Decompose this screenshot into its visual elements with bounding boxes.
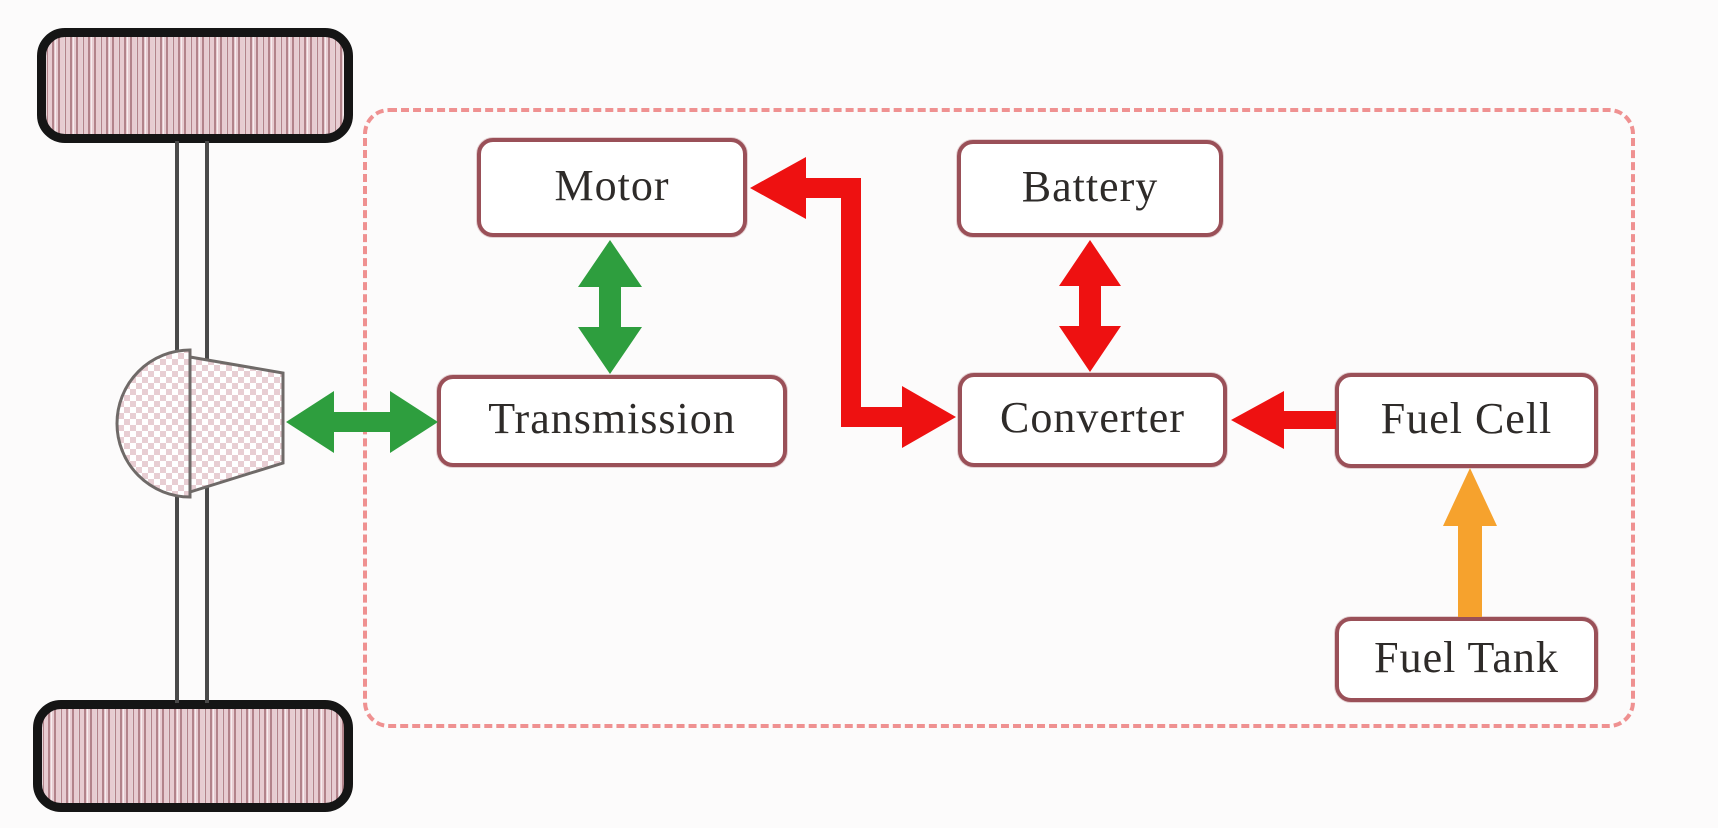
front-wheel-icon [37, 28, 353, 143]
differential-icon [115, 348, 285, 499]
node-fuel-cell: Fuel Cell [1335, 373, 1598, 468]
rear-wheel-icon [33, 700, 353, 812]
fuel-cell-label: Fuel Cell [1380, 393, 1553, 443]
converter-label: Converter [1000, 393, 1185, 442]
node-motor: Motor [477, 138, 747, 237]
battery-label: Battery [1021, 161, 1159, 211]
transmission-label: Transmission [488, 394, 736, 443]
node-battery: Battery [957, 140, 1223, 237]
node-converter: Converter [958, 373, 1227, 467]
node-transmission: Transmission [437, 375, 787, 467]
node-fuel-tank: Fuel Tank [1335, 617, 1598, 702]
motor-label: Motor [554, 160, 670, 210]
fuel-tank-label: Fuel Tank [1374, 632, 1559, 682]
